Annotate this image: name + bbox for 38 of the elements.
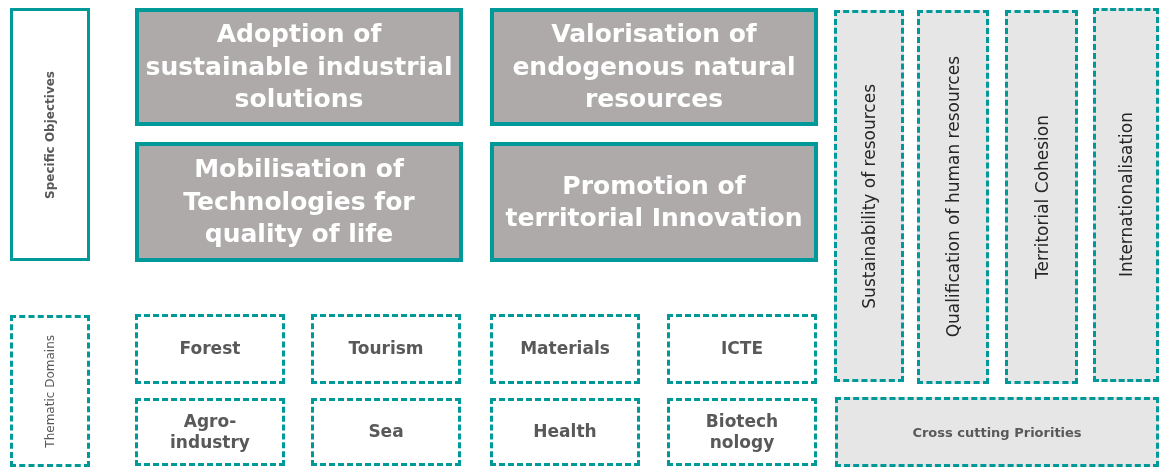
domain-box — [490, 398, 640, 466]
priorities-header-box — [835, 397, 1159, 467]
domain-box — [311, 314, 461, 384]
node-label: Forest — [178, 338, 242, 360]
domain-box — [667, 398, 817, 466]
domains-header-box — [10, 315, 90, 467]
node-label: Sustainability of resources — [859, 83, 879, 309]
domain-box — [490, 314, 640, 384]
node-label: Internationalisation — [1116, 112, 1136, 278]
domain-box — [135, 398, 285, 466]
node-label: Tourism — [347, 338, 425, 360]
domain-box — [135, 314, 285, 384]
node-label: Mobilisation of Technologies for quality of life — [182, 153, 416, 251]
objective-box — [135, 142, 463, 262]
priority-box — [1093, 8, 1159, 382]
priority-box — [917, 10, 989, 384]
priority-box — [834, 10, 904, 382]
node-label: Agro- industry — [169, 410, 251, 454]
node-label: Promotion of territorial Innovation — [504, 169, 804, 234]
node-label: Biotech nology — [704, 410, 780, 454]
node-label: Specific Objectives — [43, 70, 57, 199]
objectives-header-box — [10, 8, 90, 261]
node-label: Thematic Domains — [43, 334, 57, 448]
node-label: Adoption of sustainable industrial solutions — [144, 18, 454, 116]
node-label: Territorial Cohesion — [1031, 115, 1052, 279]
node-label: Materials — [519, 338, 611, 360]
priority-box — [1005, 10, 1078, 384]
node-label: Valorisation of endogenous natural resources — [511, 18, 797, 116]
node-label: Sea — [367, 421, 405, 443]
objective-box — [135, 8, 463, 126]
node-label: Cross cutting Priorities — [912, 424, 1082, 440]
node-label: Qualification of human resources — [943, 56, 963, 338]
domain-box — [667, 314, 817, 384]
node-label: ICTE — [720, 338, 764, 360]
objective-box — [490, 142, 818, 262]
objective-box — [490, 8, 818, 126]
domain-box — [311, 398, 461, 466]
node-label: Health — [532, 421, 598, 443]
